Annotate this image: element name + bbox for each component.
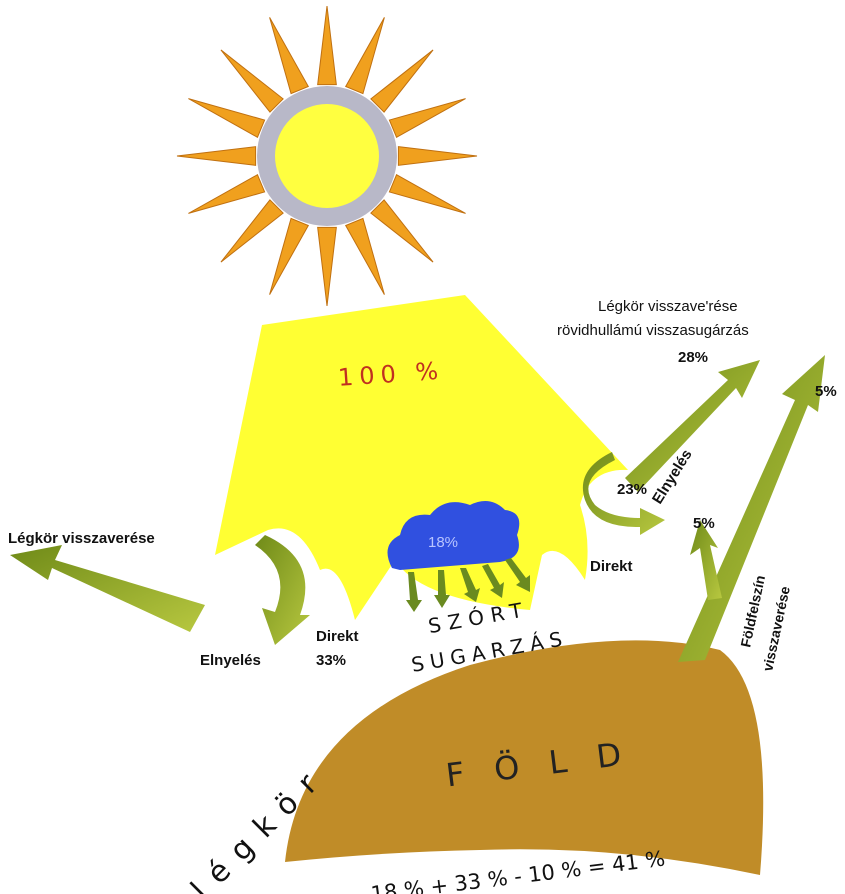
cloud-percent: 18% (428, 534, 458, 551)
sun-ray (318, 6, 337, 85)
sun-ray (270, 17, 309, 93)
sun-ray (177, 147, 256, 166)
reflect-top-line1: Légkör visszave'rése (598, 298, 738, 316)
direct-left-value: 33% (316, 652, 346, 670)
sun-ray (221, 50, 283, 112)
sun-ray (371, 200, 433, 262)
sun-ray (346, 17, 385, 93)
equation: 18 % + 33 % - 10 % = 41 % (369, 846, 666, 894)
surface-mid-value: 5% (693, 515, 715, 533)
direct-left-label: Direkt (316, 628, 359, 646)
sun-ray (188, 99, 264, 138)
sun-icon (177, 6, 477, 306)
sun-ray (188, 175, 264, 214)
sun-ray (371, 50, 433, 112)
reflect-left-label: Légkör visszaverése (8, 530, 155, 548)
surface-label-line1: Földfelszín (737, 574, 768, 649)
sun-ray (389, 175, 465, 214)
surface-top-value: 5% (815, 383, 837, 401)
sun-ray (318, 227, 337, 306)
top-reflection-arrow (625, 360, 760, 492)
sun-ray (389, 99, 465, 138)
sun-ray (398, 147, 477, 166)
absorb-left-label: Elnyelés (200, 652, 261, 670)
sun-core (275, 104, 379, 208)
radiation-beam (215, 295, 628, 620)
sun-ray (346, 218, 385, 294)
direct-right-label: Direkt (590, 558, 633, 576)
reflect-top-line2: rövidhullámú visszasugárzás (557, 322, 749, 340)
left-reflection-arrow (10, 545, 205, 632)
sun-ray (270, 218, 309, 294)
surface-label-line2: visszaverése (759, 585, 793, 673)
left-absorption-arrow (255, 535, 310, 645)
absorb-right-value: 23% (617, 481, 647, 498)
reflect-top-value: 28% (678, 349, 708, 367)
sun-ray (221, 200, 283, 262)
